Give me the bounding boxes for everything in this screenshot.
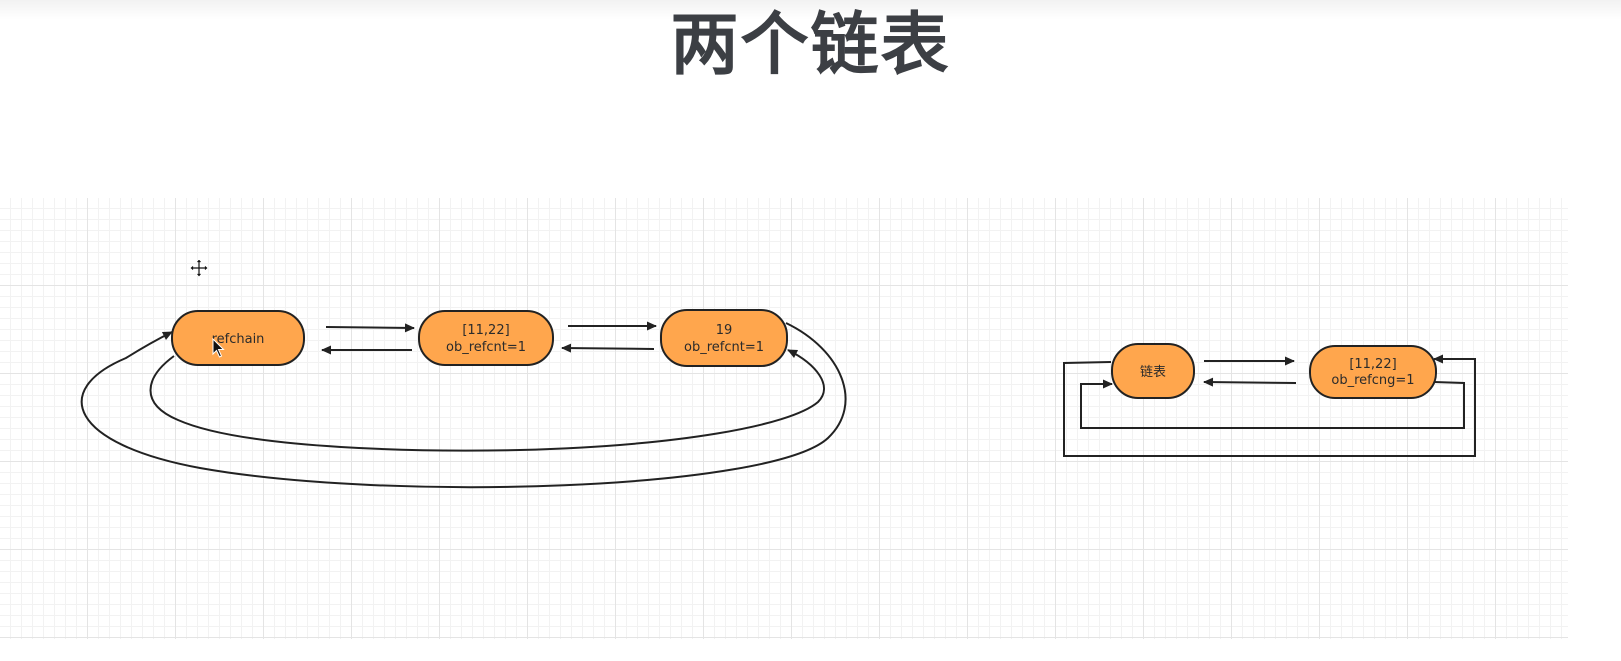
edge-refchain-to-list (325, 323, 415, 333)
node-list-1122-right[interactable]: [11,22] ob_refcng=1 (1309, 345, 1437, 399)
edge-num-to-list (561, 343, 655, 353)
page-title: 两个链表 (670, 6, 951, 85)
edge-inner-loop-refchain-to-num (149, 349, 825, 452)
node-chain[interactable]: 链表 (1111, 343, 1195, 399)
node-chain-label: 链表 (1140, 365, 1166, 380)
node-list-1122-right-line2: ob_refcng=1 (1331, 373, 1414, 388)
edge-list-to-chain (1203, 377, 1297, 387)
left-diagram-edges (80, 321, 847, 489)
node-refchain-label: refchain (212, 332, 265, 347)
node-list-1122[interactable]: [11,22] ob_refcnt=1 (418, 310, 554, 366)
node-list-1122-line2: ob_refcnt=1 (446, 340, 526, 355)
top-bar (0, 0, 1621, 20)
right-diagram-edges (1063, 354, 1476, 457)
move-icon[interactable] (189, 258, 209, 278)
node-list-1122-right-line1: [11,22] (1349, 357, 1396, 372)
mouse-pointer-icon (212, 338, 225, 358)
node-number-19[interactable]: 19 ob_refcnt=1 (660, 309, 788, 367)
node-list-1122-line1: [11,22] (462, 323, 509, 338)
node-refchain[interactable]: refchain (171, 310, 305, 366)
node-number-19-line1: 19 (716, 323, 733, 338)
edge-outer-loop-num-to-refchain (80, 322, 847, 489)
node-number-19-line2: ob_refcnt=1 (684, 340, 764, 355)
edge-inner-rect-loop (1080, 379, 1465, 429)
edge-outer-rect-loop (1063, 354, 1476, 457)
